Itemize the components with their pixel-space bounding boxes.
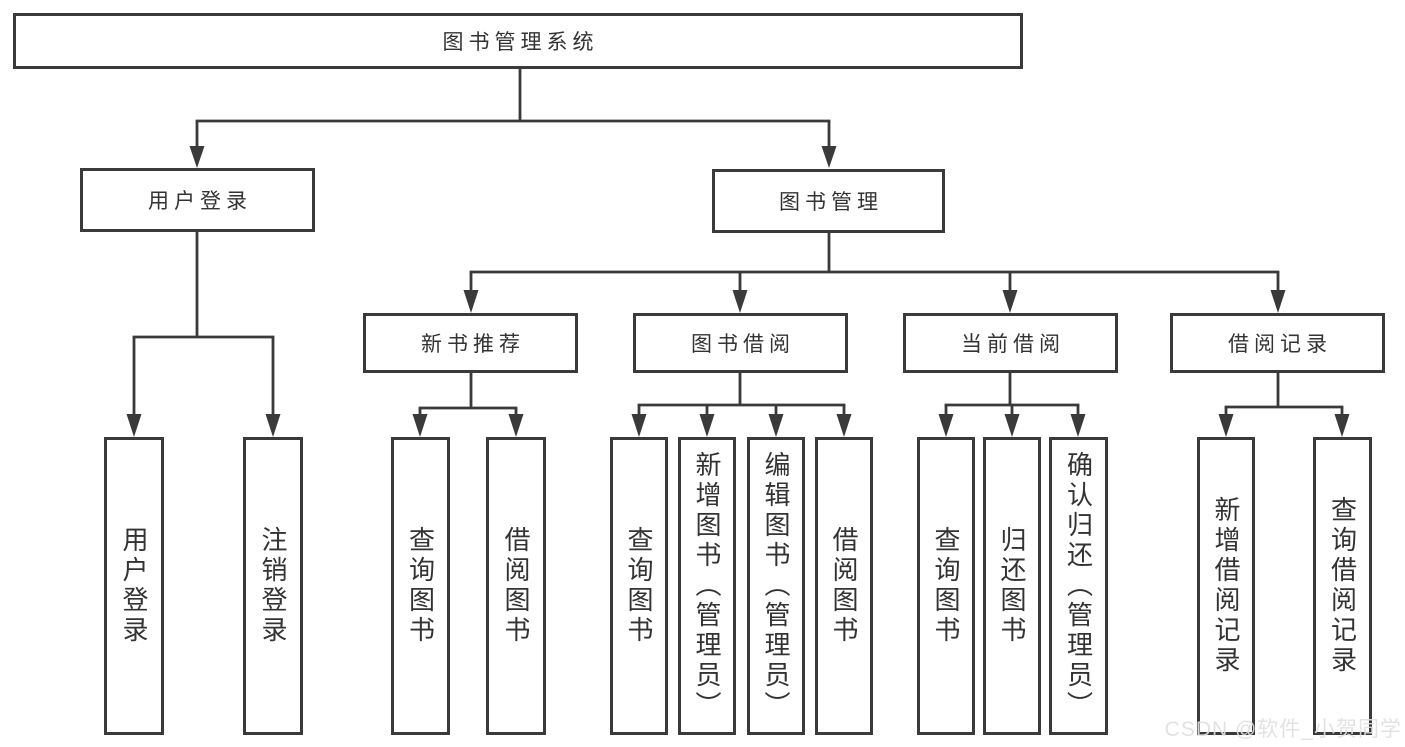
node-label: 图书管理 xyxy=(779,191,883,214)
leaf-label: 新增借阅记录 xyxy=(1211,496,1241,676)
connector-current-borrow xyxy=(938,373,1086,437)
leaf-label: 用户登录 xyxy=(119,526,149,646)
node-label: 图书管理系统 xyxy=(442,31,599,54)
leaf-label: 查询图书 xyxy=(931,526,961,646)
leaf-edit-books-admin: 编辑图书（管理员） xyxy=(747,437,805,735)
leaf-query-books-borrow: 查询图书 xyxy=(610,437,668,735)
leaf-return-books: 归还图书 xyxy=(983,437,1041,735)
leaf-label: 新增图书（管理员） xyxy=(692,451,722,721)
node-user-login: 用户登录 xyxy=(80,168,315,232)
leaf-query-books-recommend: 查询图书 xyxy=(391,437,450,735)
leaf-borrow-books: 借阅图书 xyxy=(815,437,873,735)
leaf-label: 借阅图书 xyxy=(501,526,531,646)
connector-book-borrow xyxy=(631,373,852,437)
node-current-borrow: 当前借阅 xyxy=(903,313,1118,373)
node-library-system: 图书管理系统 xyxy=(13,13,1023,69)
leaf-confirm-return-admin: 确认归还（管理员） xyxy=(1049,437,1108,735)
connector-new-books xyxy=(412,373,524,437)
leaf-label: 查询图书 xyxy=(624,526,654,646)
leaf-add-books-admin: 新增图书（管理员） xyxy=(678,437,736,735)
leaf-label: 查询图书 xyxy=(405,526,436,646)
leaf-borrow-books-recommend: 借阅图书 xyxy=(486,437,546,735)
node-label: 用户登录 xyxy=(148,190,252,213)
node-borrow-records: 借阅记录 xyxy=(1170,313,1385,373)
node-new-book-recommend: 新书推荐 xyxy=(363,313,578,373)
leaf-label: 借阅图书 xyxy=(829,526,859,646)
leaf-label: 编辑图书（管理员） xyxy=(761,451,791,721)
leaf-label: 确认归还（管理员） xyxy=(1063,451,1094,721)
leaf-label: 注销登录 xyxy=(258,526,288,646)
leaf-label: 查询借阅记录 xyxy=(1327,496,1358,676)
node-label: 当前借阅 xyxy=(961,333,1065,356)
connector-borrow-records xyxy=(1218,373,1350,437)
leaf-label: 归还图书 xyxy=(997,526,1027,646)
connector-book-management xyxy=(463,233,1286,313)
connector-user-login xyxy=(126,232,281,437)
leaf-query-borrow-record: 查询借阅记录 xyxy=(1313,437,1372,735)
leaf-query-books-current: 查询图书 xyxy=(917,437,975,735)
node-book-borrow: 图书借阅 xyxy=(633,313,848,373)
leaf-logout: 注销登录 xyxy=(243,437,303,735)
csdn-watermark: CSDN @软件_小贺同学 xyxy=(1164,718,1402,741)
node-label: 图书借阅 xyxy=(691,333,795,356)
leaf-add-borrow-record: 新增借阅记录 xyxy=(1197,437,1255,735)
connector-root xyxy=(189,69,837,168)
node-label: 借阅记录 xyxy=(1228,333,1332,356)
leaf-user-login: 用户登录 xyxy=(104,437,164,735)
node-book-management: 图书管理 xyxy=(712,169,945,233)
node-label: 新书推荐 xyxy=(421,333,525,356)
